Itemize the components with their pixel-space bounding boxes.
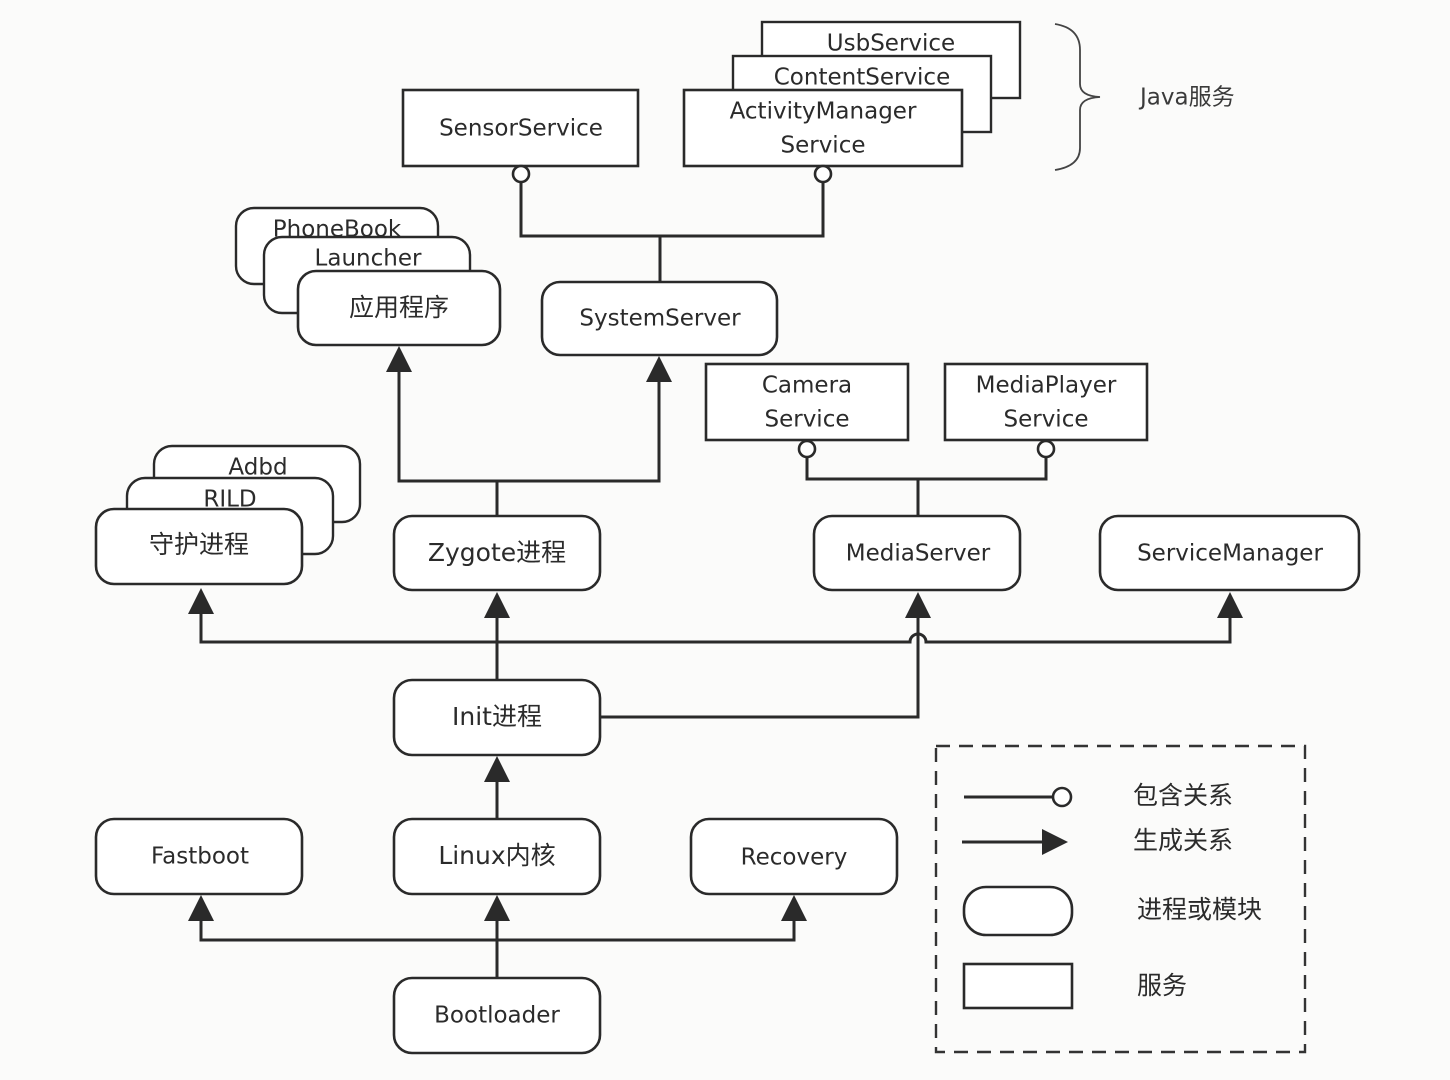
- service-manager-box: ServiceManager: [1098, 514, 1361, 592]
- edge-zygote-spawns: [397, 370, 661, 516]
- system-server-box: SystemServer: [540, 280, 779, 357]
- activity-manager-label-line2: Service: [780, 133, 865, 159]
- arrowhead-daemon: [188, 588, 214, 614]
- linux-kernel-box: Linux内核: [392, 817, 602, 896]
- init-box: Init进程: [392, 678, 602, 757]
- arrowhead-systemserver: [646, 356, 672, 382]
- activity-manager-service-box: ActivityManager Service: [682, 88, 964, 168]
- edge-init-to-mediaserver: [600, 614, 920, 719]
- recovery-label: Recovery: [741, 845, 848, 871]
- arrowhead-recovery: [781, 895, 807, 921]
- sensor-service-box: SensorService: [401, 88, 640, 168]
- bootloader-box: Bootloader: [392, 976, 602, 1055]
- legend-spawns-label: 生成关系: [1133, 826, 1233, 855]
- arrowhead-mediaserver: [905, 592, 931, 618]
- system-server-label: SystemServer: [579, 306, 741, 332]
- activity-manager-label-line1: ActivityManager: [730, 99, 917, 125]
- arrowhead-servicemanager: [1217, 592, 1243, 618]
- contains-circle-activity: [813, 164, 833, 184]
- edge-init-spawns-bus: [199, 612, 1232, 680]
- legend-process-shape: [962, 885, 1074, 937]
- fastboot-box: Fastboot: [94, 817, 304, 896]
- mediaplayer-service-label-line2: Service: [1003, 407, 1088, 433]
- zygote-box: Zygote进程: [392, 514, 602, 592]
- legend-service-shape: [962, 962, 1074, 1010]
- legend: 包含关系 生成关系 进程或模块 服务: [934, 744, 1307, 1054]
- service-manager-label: ServiceManager: [1137, 541, 1323, 567]
- java-services-label: Java服务: [1138, 85, 1235, 111]
- bootloader-label: Bootloader: [434, 1003, 560, 1029]
- launcher-label: Launcher: [315, 246, 422, 272]
- contains-circle-sensor: [511, 164, 531, 184]
- edge-native-services-to-mediaserver: [805, 458, 1048, 516]
- fastboot-label: Fastboot: [151, 844, 249, 870]
- java-services-brace: [1054, 23, 1101, 171]
- camera-service-label-line1: Camera: [762, 373, 852, 399]
- legend-process-label: 进程或模块: [1137, 895, 1262, 924]
- legend-service-label: 服务: [1137, 971, 1187, 1000]
- media-server-box: MediaServer: [812, 514, 1022, 592]
- legend-contains-label: 包含关系: [1133, 781, 1233, 810]
- mediaplayer-service-label-line1: MediaPlayer: [976, 373, 1117, 399]
- legend-contains-circle: [1051, 786, 1073, 808]
- arrowhead-kernel: [484, 895, 510, 921]
- arrowhead-fastboot: [188, 895, 214, 921]
- daemon-label: 守护进程: [149, 530, 249, 559]
- edge-bootloader-spawns: [199, 918, 796, 978]
- legend-arrowhead: [1042, 829, 1068, 855]
- zygote-label: Zygote进程: [428, 538, 566, 567]
- contains-circle-mediaplayer: [1036, 439, 1056, 459]
- init-label: Init进程: [452, 702, 542, 731]
- daemon-box: 守护进程: [94, 507, 304, 586]
- camera-service-box: Camera Service: [704, 362, 910, 442]
- contains-circle-camera: [797, 439, 817, 459]
- camera-service-label-line2: Service: [764, 407, 849, 433]
- arrowhead-apps: [386, 346, 412, 372]
- content-service-label: ContentService: [774, 65, 950, 91]
- usb-service-label: UsbService: [827, 31, 955, 57]
- sensor-service-label: SensorService: [439, 116, 603, 142]
- media-server-label: MediaServer: [846, 541, 991, 567]
- arrowhead-init: [484, 756, 510, 782]
- linux-kernel-label: Linux内核: [438, 841, 555, 870]
- mediaplayer-service-box: MediaPlayer Service: [943, 362, 1149, 442]
- legend-frame: [934, 744, 1307, 1054]
- apps-label: 应用程序: [349, 293, 449, 322]
- apps-box: 应用程序: [296, 269, 502, 347]
- arrowhead-zygote: [484, 592, 510, 618]
- adbd-label: Adbd: [228, 455, 287, 481]
- edge-sensor-to-systemserver: [519, 175, 825, 238]
- recovery-box: Recovery: [689, 817, 899, 896]
